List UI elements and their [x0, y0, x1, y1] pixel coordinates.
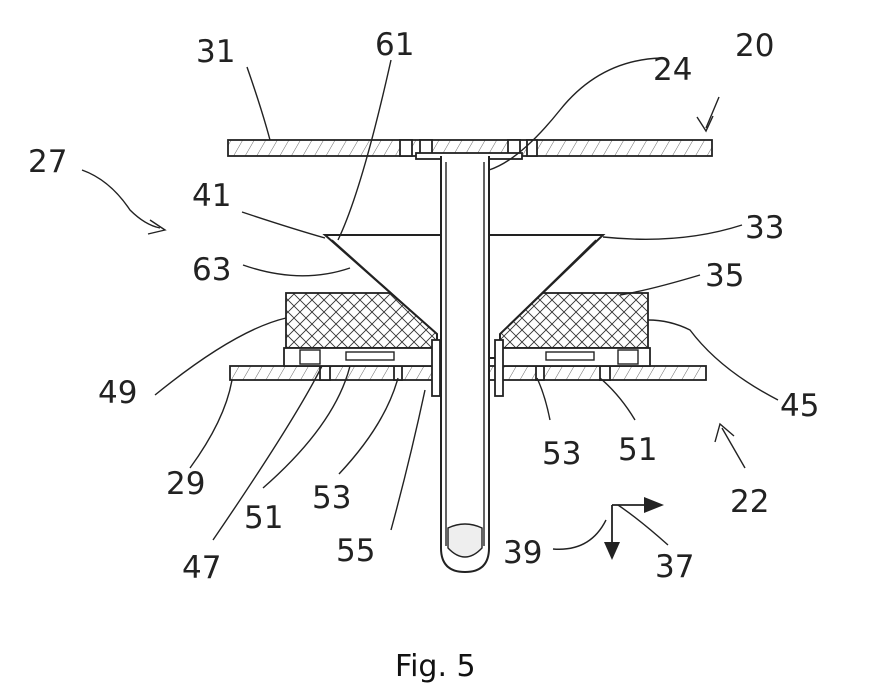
- label-24: 24: [653, 52, 692, 88]
- label-37: 37: [655, 549, 694, 585]
- figure-caption: Fig. 5: [395, 649, 476, 684]
- label-35: 35: [705, 258, 744, 294]
- label-31: 31: [196, 34, 235, 70]
- label-51-left: 51: [244, 500, 283, 536]
- label-33: 33: [745, 210, 784, 246]
- label-63: 63: [192, 252, 231, 288]
- label-45: 45: [780, 388, 819, 424]
- label-61: 61: [375, 27, 414, 63]
- label-41: 41: [192, 178, 231, 214]
- label-55: 55: [336, 533, 375, 569]
- label-47: 47: [182, 550, 221, 586]
- label-22: 22: [730, 484, 769, 520]
- label-29: 29: [166, 466, 205, 502]
- tube: [441, 156, 489, 572]
- label-51-right: 51: [618, 432, 657, 468]
- label-27: 27: [28, 144, 67, 180]
- label-49: 49: [98, 375, 137, 411]
- label-20: 20: [735, 28, 774, 64]
- label-53-left: 53: [312, 480, 351, 516]
- label-39: 39: [503, 535, 542, 571]
- label-53-right: 53: [542, 436, 581, 472]
